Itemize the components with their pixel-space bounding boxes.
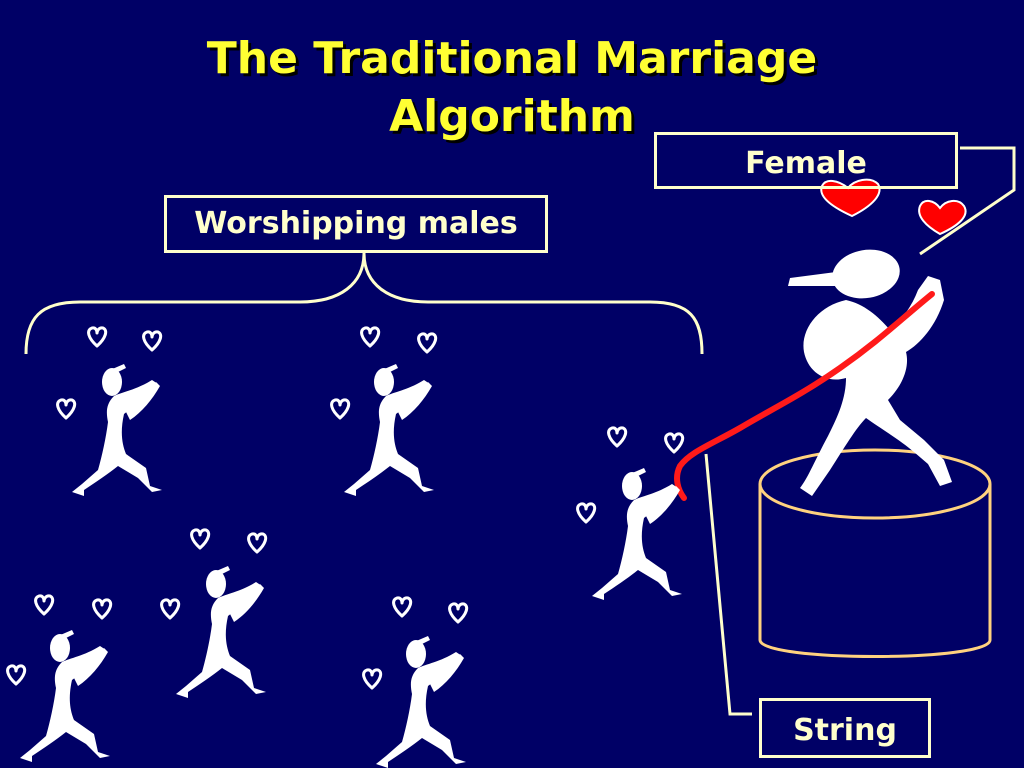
red-heart-icon [918, 200, 967, 236]
kneeling-male-figure [20, 630, 110, 762]
kneeling-male-figure [592, 468, 682, 600]
title-line-2: Algorithm [389, 91, 635, 142]
small-heart-outline-icon [664, 432, 685, 454]
small-heart-outline-icon [607, 426, 628, 448]
small-heart-outline-icon [87, 326, 108, 348]
small-heart-outline-icon [448, 602, 469, 624]
title-line-1: The Traditional Marriage [206, 33, 818, 84]
small-heart-outline-icon [190, 528, 211, 550]
female-figure [788, 249, 952, 496]
small-heart-outline-icon [247, 532, 268, 554]
string-connector [704, 453, 752, 716]
slide-title: The Traditional Marriage Algorithm [112, 30, 912, 146]
small-heart-outline-icon [330, 398, 351, 420]
males-brace [24, 252, 704, 355]
small-heart-outline-icon [6, 664, 27, 686]
kneeling-male-figure [72, 364, 162, 496]
female-label: Female [654, 132, 958, 189]
kneeling-male-figure [376, 636, 466, 768]
small-heart-outline-icon [392, 596, 413, 618]
small-heart-outline-icon [360, 326, 381, 348]
small-heart-outline-icon [576, 502, 597, 524]
small-heart-outline-icon [92, 598, 113, 620]
kneeling-male-figure [344, 364, 434, 496]
female-connector [919, 146, 1016, 256]
pedestal [758, 448, 992, 658]
small-heart-outline-icon [142, 330, 163, 352]
small-heart-outline-icon [417, 332, 438, 354]
worshipping-males-label: Worshipping males [164, 195, 548, 253]
string-label: String [759, 698, 931, 758]
small-heart-outline-icon [34, 594, 55, 616]
small-heart-outline-icon [56, 398, 77, 420]
small-heart-outline-icon [362, 668, 383, 690]
red-string [674, 291, 935, 501]
small-heart-outline-icon [160, 598, 181, 620]
kneeling-male-figure [176, 566, 266, 698]
